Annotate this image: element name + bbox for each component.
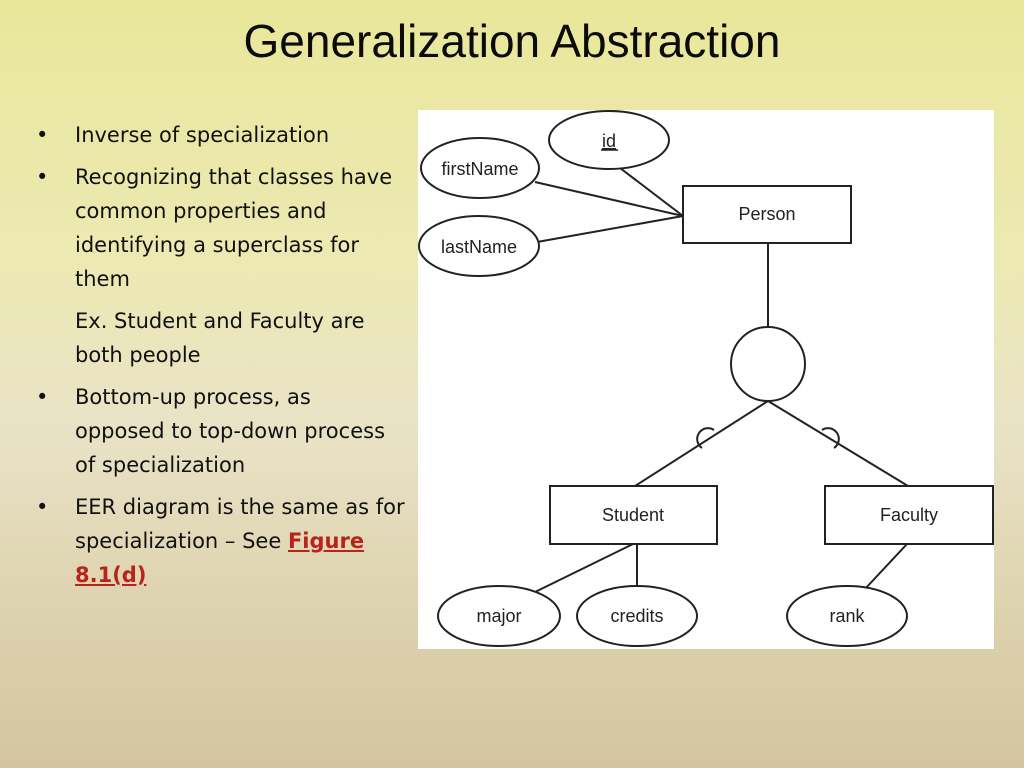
id-connector <box>619 167 684 217</box>
subset-symbol-student <box>696 427 715 449</box>
bullet-text: Recognizing that classes have common pro… <box>75 165 393 291</box>
attribute-rank-label: rank <box>829 606 865 626</box>
bullet-list: • Inverse of specialization • Recognizin… <box>36 118 406 600</box>
attribute-lastname-ellipse <box>418 215 540 277</box>
attribute-firstname-ellipse <box>420 137 540 199</box>
entity-person-label: Person <box>738 204 795 224</box>
bullet-text: Bottom-up process, as opposed to top-dow… <box>75 385 386 477</box>
bullet-item: • Recognizing that classes have common p… <box>36 160 406 296</box>
entity-student-label: Student <box>602 505 664 525</box>
entity-faculty-box <box>824 485 994 545</box>
major-connector <box>532 543 634 594</box>
bullet-glyph: • <box>36 165 49 189</box>
specialization-circle <box>730 326 806 402</box>
attribute-credits-label: credits <box>610 606 663 626</box>
eer-diagram-svg: id firstName lastName Person Student Fac… <box>418 110 994 647</box>
eer-diagram: id firstName lastName Person Student Fac… <box>418 110 994 649</box>
lastname-connector <box>536 215 684 243</box>
bullet-item: • Inverse of specialization <box>36 118 406 152</box>
entity-faculty-label: Faculty <box>880 505 938 525</box>
entity-student-box <box>549 485 718 545</box>
rank-connector <box>863 543 908 591</box>
sub-paragraph-text: Ex. Student and Faculty are both people <box>75 309 365 367</box>
attribute-id-ellipse <box>548 110 670 170</box>
firstname-connector <box>534 181 684 217</box>
attribute-rank-ellipse <box>786 585 908 647</box>
attribute-credits-ellipse <box>576 585 698 647</box>
attribute-firstname-label: firstName <box>441 159 518 179</box>
bullet-item: • Bottom-up process, as opposed to top-d… <box>36 380 406 482</box>
attribute-lastname-label: lastName <box>441 237 517 257</box>
slide-title: Generalization Abstraction <box>243 15 781 67</box>
attribute-major-label: major <box>476 606 521 626</box>
bullet-item: • EER diagram is the same as for special… <box>36 490 406 592</box>
bullet-text: EER diagram is the same as for specializ… <box>75 495 405 553</box>
attribute-major-ellipse <box>437 585 561 647</box>
attribute-id-label: id <box>602 131 616 151</box>
bullet-glyph: • <box>36 123 49 147</box>
circle-to-student-line <box>634 400 769 487</box>
bullet-text: Inverse of specialization <box>75 123 330 147</box>
bullet-glyph: • <box>36 495 49 519</box>
figure-link[interactable]: Figure 8.1(d) <box>75 529 365 587</box>
sub-paragraph: Ex. Student and Faculty are both people <box>36 304 406 372</box>
entity-person-box <box>682 185 852 244</box>
subset-symbol-faculty <box>821 427 840 449</box>
bullet-glyph: • <box>36 385 49 409</box>
